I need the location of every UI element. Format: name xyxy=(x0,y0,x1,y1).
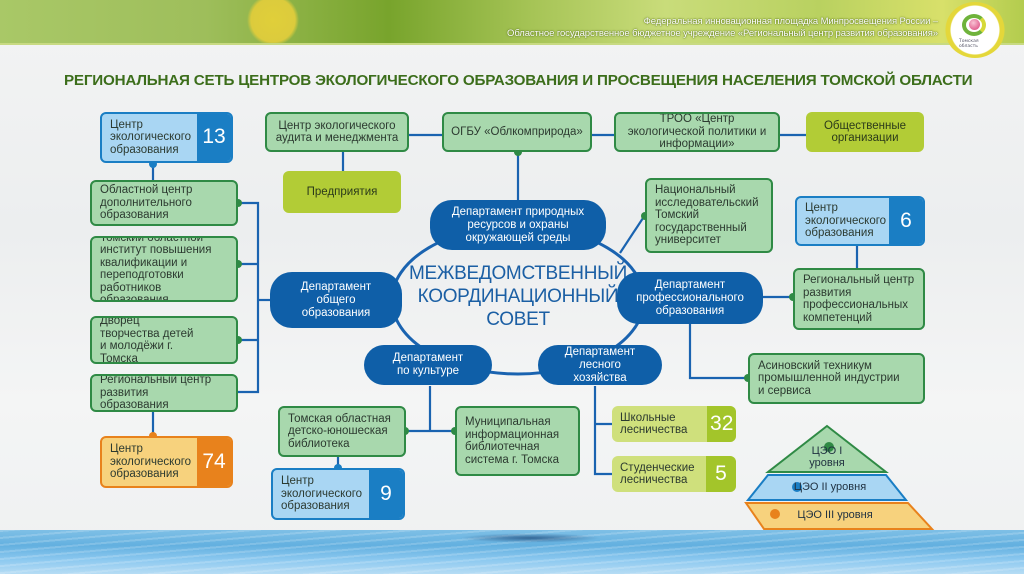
connector-prof-to-asino xyxy=(688,322,748,380)
school-forestries-box[interactable]: Школьные лесничества 32 xyxy=(612,406,736,442)
pyramid-level-3 xyxy=(744,502,935,530)
connector-forestry-bus xyxy=(593,386,612,476)
dept-natural-resources-label: Департамент природных ресурсов и охраны … xyxy=(451,205,585,244)
troo-box[interactable]: ТРОО «Центр экологической политики и инф… xyxy=(614,112,780,152)
rcro-box[interactable]: Региональный центр развития образования xyxy=(90,374,238,412)
eco-center-13-count: 13 xyxy=(197,114,231,161)
dept-forestry[interactable]: Департамент лесного хозяйства xyxy=(538,345,662,385)
youth-palace-label: Дворец творчества детей и молодёжи г. То… xyxy=(100,316,194,364)
logo-caption: Томская область xyxy=(959,39,979,49)
connector-left-bus xyxy=(238,201,260,394)
rcro-label: Региональный центр развития образования xyxy=(100,374,212,412)
eco-center-9-count: 9 xyxy=(369,470,403,518)
school-forestries-count: 32 xyxy=(707,406,736,442)
page-title: РЕГИОНАЛЬНАЯ СЕТЬ ЦЕНТРОВ ЭКОЛОГИЧЕСКОГО… xyxy=(64,72,973,89)
pyramid-level-1-label: ЦЭО I уровня xyxy=(809,445,845,469)
pyramid xyxy=(744,424,935,530)
troo-label: ТРОО «Центр экологической политики и инф… xyxy=(627,113,767,151)
pyramid-level-2-label: ЦЭО II уровня xyxy=(793,481,867,493)
logo-sphere-icon xyxy=(969,19,980,30)
asino-college-label: Асиновский техникум промышленной индустр… xyxy=(758,359,900,397)
council-line-1: МЕЖВЕДОМСТВЕННЫЙ xyxy=(408,263,628,284)
enterprises-box[interactable]: Предприятия xyxy=(283,171,401,213)
dept-general-education[interactable]: Департамент общего образования xyxy=(270,272,402,328)
pyramid-level-3-dot xyxy=(770,509,780,519)
rc-professional-box[interactable]: Региональный центр развития профессионал… xyxy=(793,268,925,330)
eco-center-9-box[interactable]: Центр экологического образования 9 xyxy=(271,468,405,520)
council-line-2: КООРДИНАЦИОННЫЙ xyxy=(417,286,619,307)
school-forestries-label: Школьные лесничества xyxy=(620,411,688,437)
water-footer-decoration xyxy=(0,530,1024,574)
youth-library-box[interactable]: Томская областная детско-юношеская библи… xyxy=(278,406,406,457)
header-divider xyxy=(0,43,1024,45)
eco-center-6-label: Центр экологического образования xyxy=(805,202,887,240)
tsu-label: Национальный исследовательский Томский г… xyxy=(655,184,759,247)
dept-culture[interactable]: Департамент по культуре xyxy=(364,345,492,385)
rc-professional-label: Региональный центр развития профессионал… xyxy=(803,274,915,324)
teacher-institute-box[interactable]: Томский областной институт повышения ква… xyxy=(90,236,238,302)
municipal-library-label: Муниципальная информационная библиотечна… xyxy=(465,416,560,466)
pyramid-level-2 xyxy=(745,474,909,501)
teacher-institute-label: Томский областной институт повышения ква… xyxy=(100,236,212,302)
organization-line-2: Областное государственное бюджетное учре… xyxy=(507,28,938,39)
eco-center-6-count: 6 xyxy=(889,198,923,244)
audit-center-label: Центр экологического аудита и менеджмент… xyxy=(275,119,399,145)
header-banner xyxy=(0,0,1024,43)
youth-library-label: Томская областная детско-юношеская библи… xyxy=(288,412,391,450)
eco-center-74-label: Центр экологического образования xyxy=(110,443,192,481)
rcro-logo: Томская область xyxy=(945,2,1005,58)
youth-palace-box[interactable]: Дворец творчества детей и молодёжи г. То… xyxy=(90,316,238,364)
dept-professional-education-label: Департамент профессионального образовани… xyxy=(636,278,744,317)
dept-general-education-label: Департамент общего образования xyxy=(300,280,372,319)
eco-center-9-label: Центр экологического образования xyxy=(281,475,363,513)
pyramid-level-2-dot xyxy=(792,482,802,492)
organization-line-1: Федеральная инновационная площадка Минпр… xyxy=(643,16,938,27)
oblkompriroda-label: ОГБУ «Облкомприрода» xyxy=(451,125,583,138)
organization-caption: Федеральная инновационная площадка Минпр… xyxy=(507,16,938,40)
municipal-library-box[interactable]: Муниципальная информационная библиотечна… xyxy=(455,406,580,476)
tsu-box[interactable]: Национальный исследовательский Томский г… xyxy=(645,178,773,253)
logo-caption-line-1: Томская xyxy=(959,39,979,44)
eco-center-6-box[interactable]: Центр экологического образования 6 xyxy=(795,196,925,246)
pyramid-level-3-label: ЦЭО III уровня xyxy=(797,509,873,521)
dept-natural-resources[interactable]: Департамент природных ресурсов и охраны … xyxy=(430,200,606,250)
dept-professional-education[interactable]: Департамент профессионального образовани… xyxy=(617,272,763,324)
dept-culture-label: Департамент по культуре xyxy=(392,352,464,377)
connector-culture-bus xyxy=(405,386,455,433)
connector-tsu xyxy=(619,214,646,254)
student-forestries-box[interactable]: Студенческие лесничества 5 xyxy=(612,456,736,492)
public-organizations-label: Общественные организации xyxy=(823,119,907,145)
student-forestries-label: Студенческие лесничества xyxy=(620,461,695,487)
student-forestries-count: 5 xyxy=(706,456,736,492)
enterprises-label: Предприятия xyxy=(306,185,378,198)
council-line-3: СОВЕТ xyxy=(486,309,550,330)
pyramid-level-1-dot xyxy=(824,442,834,452)
eco-center-74-count: 74 xyxy=(197,438,231,486)
regional-additional-education-box[interactable]: Областной центр дополнительного образова… xyxy=(90,180,238,226)
public-organizations-box[interactable]: Общественные организации xyxy=(806,112,924,152)
coordination-council: МЕЖВЕДОМСТВЕННЫЙ КООРДИНАЦИОННЫЙ СОВЕТ xyxy=(402,262,634,331)
logo-ring-icon xyxy=(962,14,986,36)
logo-caption-line-2: область xyxy=(959,44,978,49)
oblkompriroda-box[interactable]: ОГБУ «Облкомприрода» xyxy=(442,112,592,152)
eco-center-13-box[interactable]: Центр экологического образования 13 xyxy=(100,112,233,163)
regional-additional-education-label: Областной центр дополнительного образова… xyxy=(100,184,193,222)
dept-forestry-label: Департамент лесного хозяйства xyxy=(564,345,636,384)
asino-college-box[interactable]: Асиновский техникум промышленной индустр… xyxy=(748,353,925,404)
eco-center-13-label: Центр экологического образования xyxy=(110,118,192,156)
audit-center-box[interactable]: Центр экологического аудита и менеджмент… xyxy=(265,112,409,152)
eco-center-74-box[interactable]: Центр экологического образования 74 xyxy=(100,436,233,488)
